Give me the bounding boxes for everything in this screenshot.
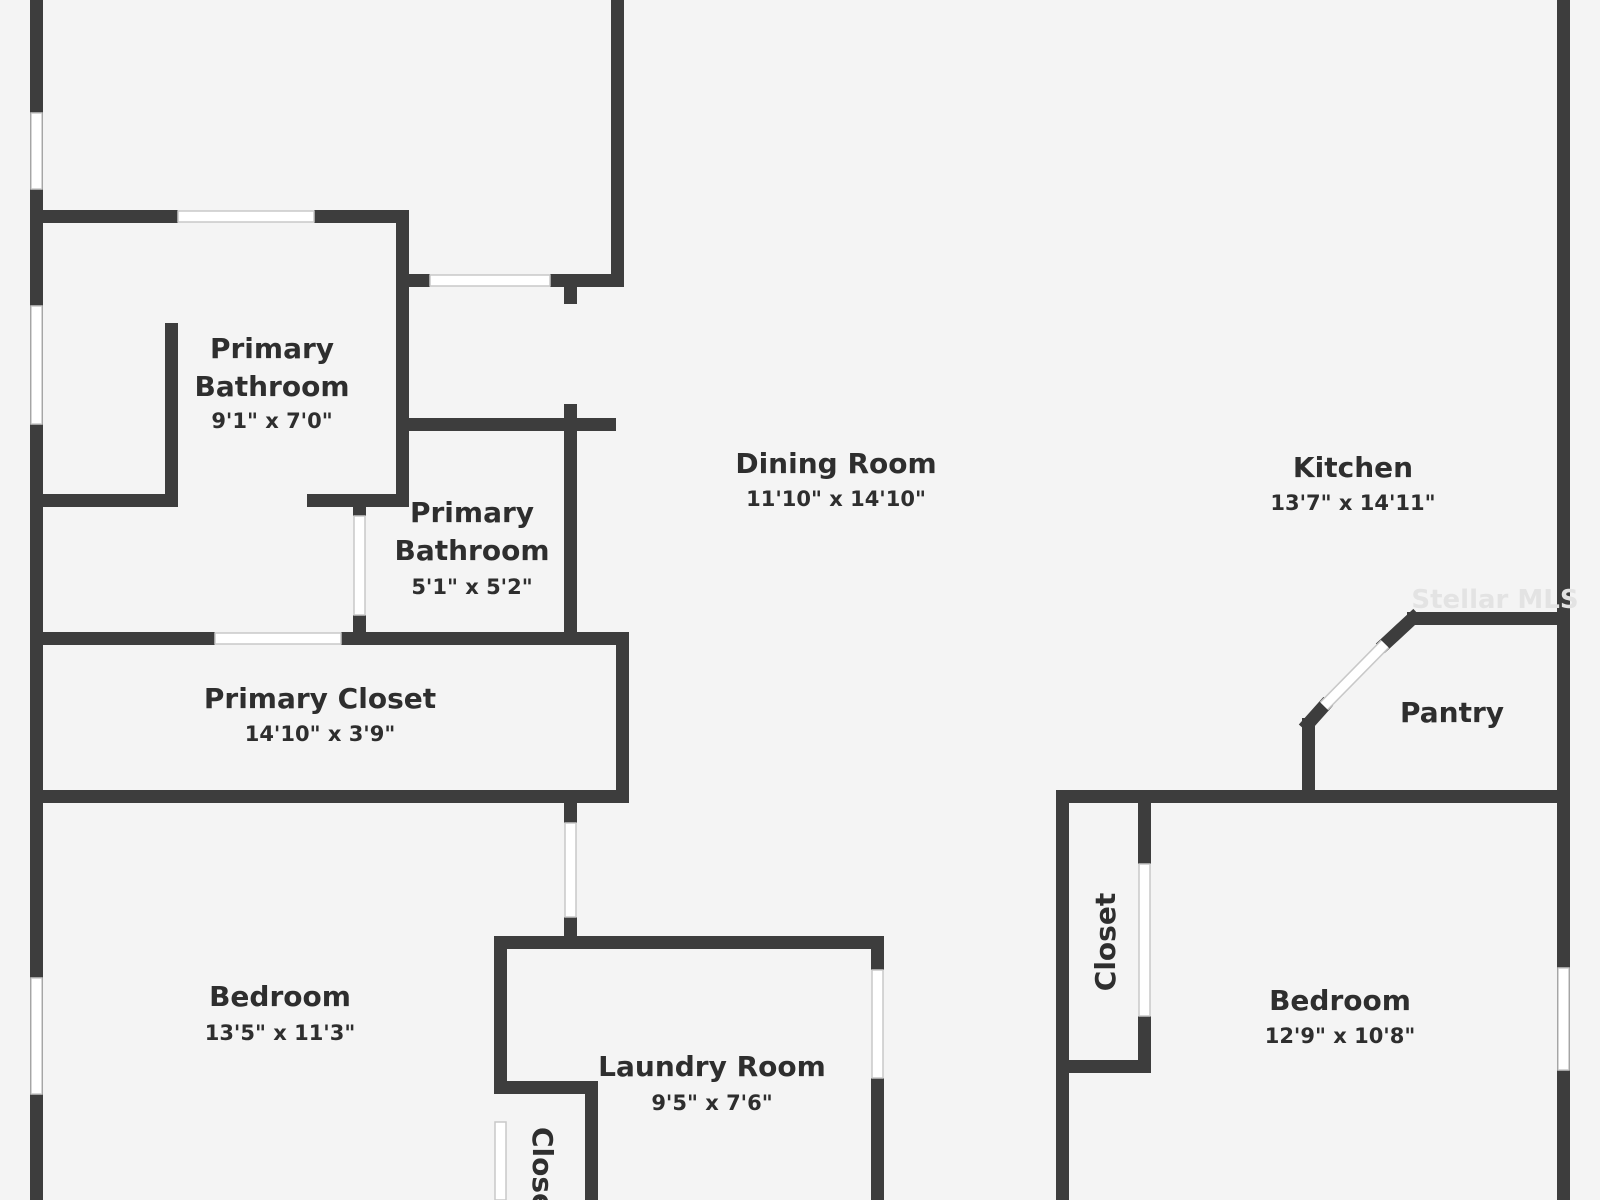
- top-left-room-wall-bottom-b: [550, 274, 624, 287]
- pantry-wall-left: [1302, 718, 1315, 798]
- laundry-wall-left: [494, 936, 507, 1094]
- windows-and-doors: [30, 112, 1570, 1200]
- door-laundry: [871, 969, 884, 1079]
- closet-right-wall-stub-b: [1138, 1016, 1151, 1073]
- room-labels: Primary Bathroom 9'1" x 7'0" Primary Bat…: [194, 332, 1504, 1200]
- dining-room-dims: 11'10" x 14'10": [746, 487, 926, 511]
- door-pantry-inner: [1320, 640, 1389, 710]
- door-bath2: [353, 515, 366, 616]
- window-left-2: [30, 305, 43, 425]
- door-closet-right: [1138, 863, 1151, 1017]
- bedroom-left-door-stub-b: [564, 917, 577, 937]
- laundry-wall-top: [494, 936, 884, 949]
- laundry-wall-right-stub: [871, 936, 884, 970]
- door-primary-closet: [214, 632, 342, 645]
- watermark: Stellar MLS: [1411, 585, 1578, 615]
- bedroom-right-wall-left: [1056, 790, 1069, 1200]
- window-left-1: [30, 112, 43, 190]
- door-bedroom-left: [564, 822, 577, 918]
- door-top-left-room: [429, 274, 551, 287]
- kitchen-dims: 13'7" x 14'11": [1270, 491, 1435, 515]
- primary-bath-2-dims: 5'1" x 5'2": [411, 575, 532, 599]
- pantry-wall-top: [1407, 612, 1570, 625]
- bath2-wall-top: [396, 418, 616, 431]
- bedroom-right-dims: 12'9" x 10'8": [1265, 1024, 1416, 1048]
- pantry-diagonal-stub-top: [1375, 608, 1423, 654]
- laundry-wall-right: [871, 1078, 884, 1200]
- bath2-wall-left-stub-a: [353, 494, 366, 516]
- closet-wall-top-a: [30, 632, 215, 645]
- laundry-room-name: Laundry Room: [598, 1050, 826, 1083]
- primary-bath-1-name-line1: Primary: [210, 332, 334, 365]
- pantry-name: Pantry: [1400, 696, 1504, 729]
- primary-closet-name: Primary Closet: [204, 682, 436, 715]
- closet-wall-top-b: [341, 632, 629, 645]
- bath1-wall-top-b: [314, 210, 409, 223]
- bath1-wall-top-a: [30, 210, 178, 223]
- bedroom-left-door-stub-a: [564, 803, 577, 823]
- primary-bath-2-name-line1: Primary: [410, 496, 534, 529]
- closet-right-wall-bottom: [1056, 1060, 1151, 1073]
- primary-bath-1-name-line2: Bathroom: [194, 370, 349, 403]
- closet-wall-right: [616, 632, 629, 803]
- bedroom-left-dims: 13'5" x 11'3": [205, 1021, 356, 1045]
- primary-bath-1-dims: 9'1" x 7'0": [211, 409, 332, 433]
- primary-bath-2-name-line2: Bathroom: [394, 534, 549, 567]
- window-left-3: [30, 977, 43, 1095]
- bath1-shower-wall: [165, 323, 178, 507]
- top-left-room-wall-right: [611, 0, 624, 287]
- closet-laundry-name: Closet: [526, 1127, 559, 1200]
- door-laundry-closet: [494, 1121, 507, 1200]
- walls: [30, 0, 1570, 1200]
- closet-right-wall-stub-a: [1138, 790, 1151, 864]
- bath1-wall-right: [396, 210, 409, 507]
- bath2-wall-right: [564, 404, 577, 641]
- primary-closet-dims: 14'10" x 3'9": [245, 722, 396, 746]
- right-outer-wall: [1557, 0, 1570, 1200]
- closet-right-name: Closet: [1089, 893, 1122, 991]
- kitchen-name: Kitchen: [1293, 451, 1413, 484]
- closet-wall-bottom: [30, 790, 629, 803]
- window-bath1-top: [177, 210, 315, 223]
- left-outer-wall: [30, 0, 43, 1200]
- bedroom-right-wall-top: [1056, 790, 1570, 803]
- door-stub-upper: [564, 287, 577, 304]
- window-right: [1557, 967, 1570, 1071]
- bedroom-right-name: Bedroom: [1269, 984, 1411, 1017]
- bath1-shower-bottom: [30, 494, 178, 507]
- bedroom-left-name: Bedroom: [209, 980, 351, 1013]
- laundry-room-dims: 9'5" x 7'6": [651, 1091, 772, 1115]
- dining-room-name: Dining Room: [735, 447, 936, 480]
- laundry-closet-right: [585, 1081, 598, 1200]
- laundry-closet-top: [494, 1081, 598, 1094]
